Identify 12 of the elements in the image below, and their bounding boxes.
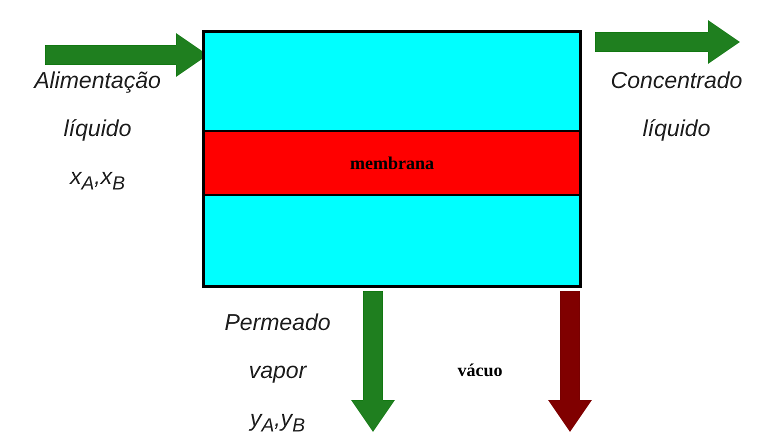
membrane-label: membrana — [350, 152, 434, 174]
membrane-band — [205, 130, 579, 196]
liquid-compartment — [205, 33, 579, 130]
composition-label: x$_{A}$,x$_{B}$ — [68, 162, 126, 197]
composition-label: y$_{A}$,y$_{B}$ — [248, 404, 306, 432]
flow-arrow — [351, 291, 395, 432]
liquid-compartment — [205, 196, 579, 285]
stream-label: Concentrado líquido — [610, 66, 744, 143]
flow-arrow — [595, 20, 740, 64]
flow-arrow — [548, 291, 592, 432]
vacuum-label: vácuo — [456, 359, 504, 382]
membrane-module — [202, 30, 582, 288]
